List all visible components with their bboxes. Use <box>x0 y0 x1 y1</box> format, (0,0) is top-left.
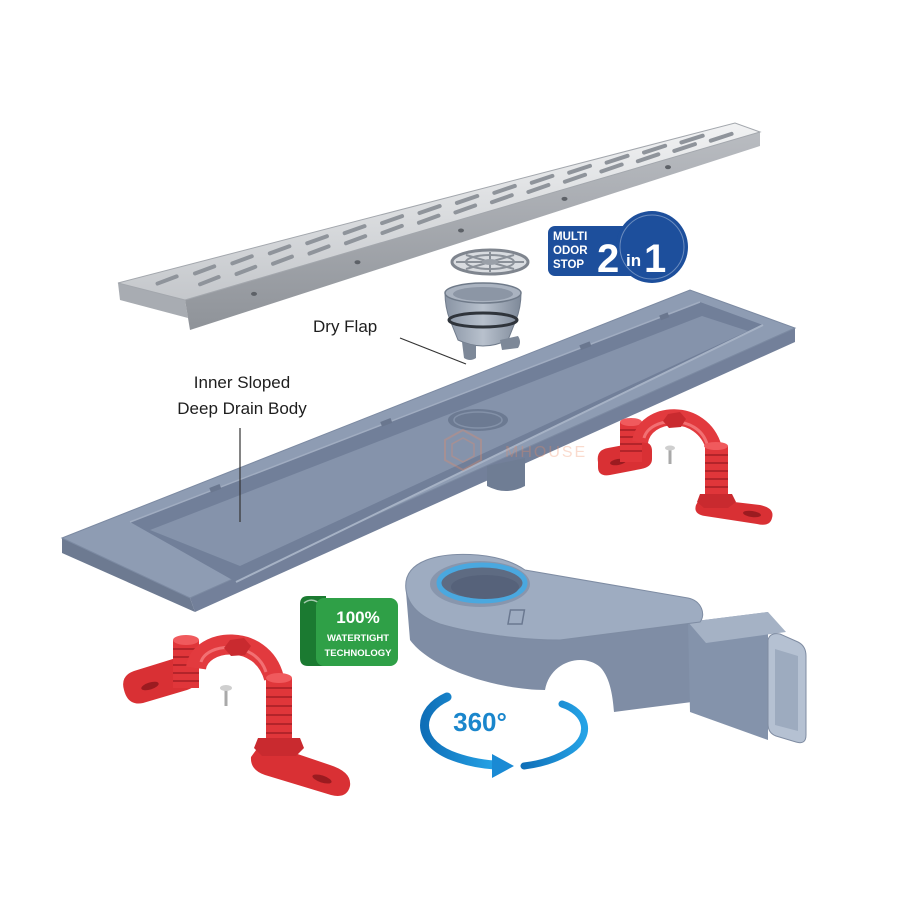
drain-outlet-pipe <box>487 458 525 491</box>
grate-slot <box>599 162 624 174</box>
rotation-label: 360° <box>453 707 507 737</box>
grate-slot <box>454 194 480 205</box>
inner-body-label-line2: Deep Drain Body <box>177 399 307 418</box>
grate-fixing-hole <box>561 196 568 201</box>
watermark: MHOUSE <box>444 428 587 472</box>
elbow-spigot-top <box>688 612 786 643</box>
grate-slot <box>567 163 592 175</box>
grate-slot <box>604 153 630 165</box>
grate-slot <box>416 213 441 225</box>
watertight-word: WATERTIGHT <box>327 633 389 644</box>
elbow-logo-mark <box>507 609 526 625</box>
grate-slot <box>342 224 367 236</box>
grate-slot <box>198 275 221 287</box>
watermark-text: MHOUSE <box>505 444 587 461</box>
grate-slot <box>267 244 292 256</box>
grate-fixing-hole <box>458 228 464 233</box>
mounting-bracket-left <box>123 634 351 796</box>
grate-slot <box>708 131 734 143</box>
odor-stop-strainer <box>450 248 530 276</box>
bracket-screw-left <box>220 685 232 706</box>
elbow-spigot-side <box>688 612 768 740</box>
grate-slot <box>489 193 514 205</box>
grate-slot <box>562 172 588 184</box>
grate-slot <box>672 142 697 153</box>
drain-body <box>60 289 797 612</box>
watertight-percent: 100% <box>336 608 379 627</box>
watermark-hexagon-logo <box>444 428 482 472</box>
grate-slot <box>230 254 254 266</box>
badge-word-odor: ODOR <box>553 245 588 257</box>
grate-slot <box>526 182 551 194</box>
grate-fixing-holes <box>251 165 671 296</box>
rotation-arrow-left-arc <box>420 692 500 770</box>
technology-word: TECHNOLOGY <box>324 648 392 659</box>
grate-top-surface <box>117 122 762 301</box>
dry-flap-leader-line <box>399 337 467 365</box>
grate-slot <box>192 264 217 276</box>
badge-word-stop: STOP <box>553 259 584 271</box>
grate-slot <box>155 274 179 286</box>
rotation-arrow-head <box>492 754 514 778</box>
grate-slot <box>234 264 258 277</box>
grate-slot <box>679 133 705 145</box>
bracket-screw-right <box>665 445 675 464</box>
badge-word-multi: MULTI <box>553 231 587 243</box>
badge-number-2: 2 <box>597 237 619 281</box>
badge-number-1: 1 <box>644 237 666 281</box>
badge-word-in: in <box>626 251 641 270</box>
grate-slot <box>307 244 331 256</box>
inner-body-label-line1: Inner Sloped <box>194 373 290 392</box>
rotation-360-indicator: 360° <box>420 692 589 778</box>
grate-left-fold <box>118 283 188 318</box>
grate-slot <box>492 183 517 195</box>
grate-slot <box>417 204 442 216</box>
mounting-bracket-right <box>597 409 773 525</box>
elbow-inlet-opening <box>430 561 530 607</box>
grate-fixing-hole <box>251 291 257 296</box>
grate-slots <box>155 131 734 287</box>
grate-fixing-hole <box>665 165 671 170</box>
grate-slot <box>305 234 329 246</box>
grate-slot <box>343 234 368 246</box>
dry-flap-trap <box>444 282 522 360</box>
grate-slot <box>380 223 404 236</box>
grate-slot <box>271 254 294 266</box>
dry-flap-label: Dry Flap <box>313 317 377 336</box>
grate-slot <box>635 152 661 164</box>
watertight-badge: 100% WATERTIGHT TECHNOLOGY <box>300 596 398 666</box>
grate-slot <box>529 173 555 185</box>
rotation-arrow-right-arc <box>520 700 589 770</box>
grate-fixing-hole <box>354 260 361 265</box>
grate-slot <box>642 143 668 155</box>
stainless-grate <box>117 122 762 330</box>
grate-slot <box>380 214 405 226</box>
grate-slot <box>453 203 478 215</box>
multi-odor-stop-badge: MULTI ODOR STOP 2 in 1 <box>548 211 688 283</box>
drain-outlet-hole <box>448 409 508 431</box>
elbow-outlet-360 <box>405 553 807 744</box>
grate-front-lip <box>185 132 760 330</box>
